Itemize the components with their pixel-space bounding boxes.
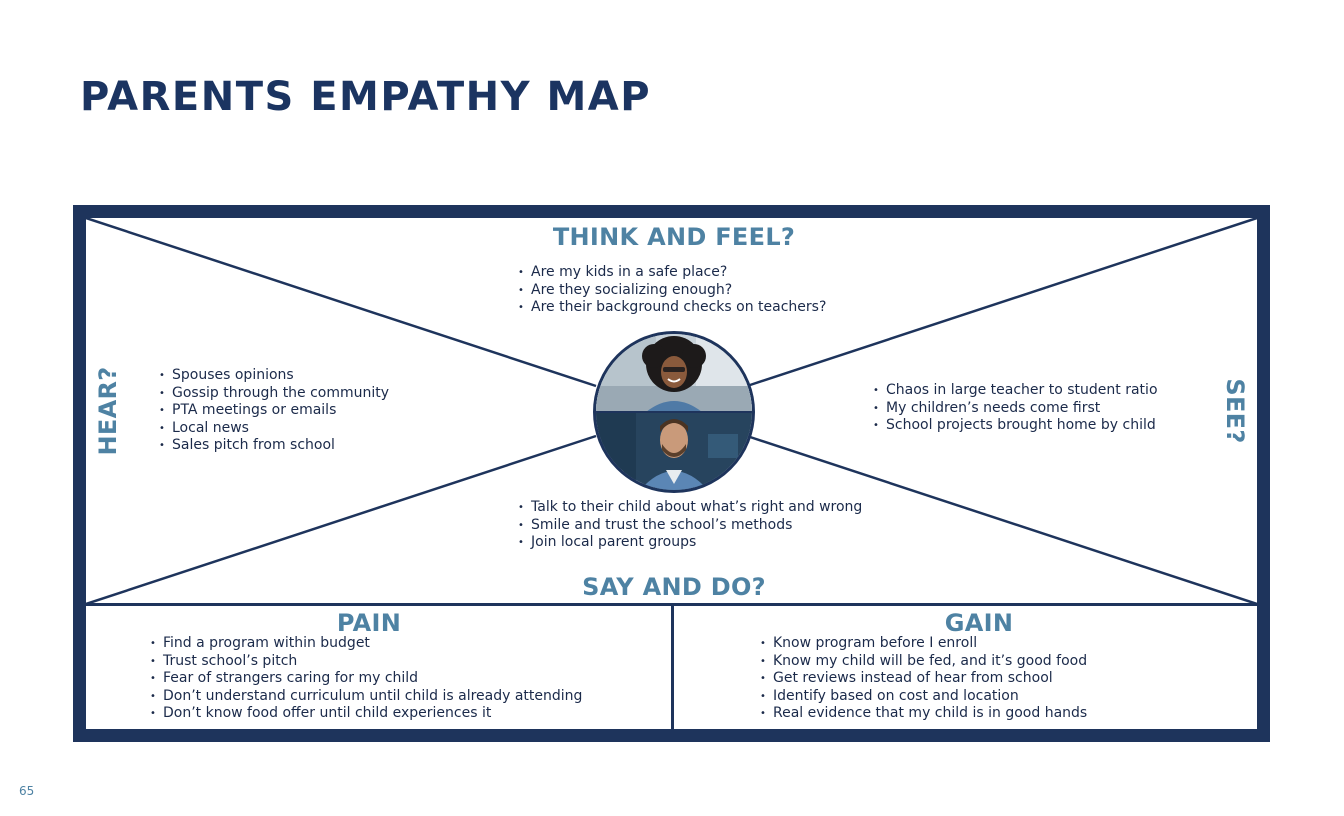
diagonal-bottom-left [86, 434, 597, 605]
list-item: Local news [159, 420, 389, 438]
see-list: Chaos in large teacher to student ratio … [873, 382, 1158, 435]
list-item: Are my kids in a safe place? [518, 264, 826, 282]
gain-heading: GAIN [944, 609, 1014, 637]
list-item: Know program before I enroll [760, 635, 1087, 653]
vertical-divider [671, 604, 674, 729]
see-heading: SEE? [1221, 378, 1249, 444]
think-feel-heading: THINK AND FEEL? [552, 223, 796, 251]
list-item: Talk to their child about what’s right a… [518, 499, 862, 517]
list-item: Gossip through the community [159, 385, 389, 403]
list-item: Get reviews instead of hear from school [760, 670, 1087, 688]
gain-list: Know program before I enroll Know my chi… [760, 635, 1087, 723]
page-title: PARENTS EMPATHY MAP [80, 74, 652, 120]
list-item: Find a program within budget [150, 635, 582, 653]
hear-heading: HEAR? [94, 366, 122, 456]
list-item: Real evidence that my child is in good h… [760, 705, 1087, 723]
quadrant-diagonals [86, 218, 1257, 605]
list-item: Know my child will be fed, and it’s good… [760, 653, 1087, 671]
list-item: Smile and trust the school’s methods [518, 517, 862, 535]
diagonal-top-right [746, 218, 1257, 388]
list-item: Identify based on cost and location [760, 688, 1087, 706]
empathy-map-canvas: THINK AND FEEL? Are my kids in a safe pl… [86, 218, 1257, 729]
pain-list: Find a program within budget Trust schoo… [150, 635, 582, 723]
diagonal-bottom-right [746, 434, 1257, 605]
list-item: Spouses opinions [159, 367, 389, 385]
list-item: Trust school’s pitch [150, 653, 582, 671]
diagonal-top-left [86, 218, 597, 388]
think-feel-list: Are my kids in a safe place? Are they so… [518, 264, 826, 317]
say-do-heading: SAY AND DO? [582, 573, 766, 601]
say-do-list: Talk to their child about what’s right a… [518, 499, 862, 552]
list-item: Sales pitch from school [159, 437, 389, 455]
page-number: 65 [19, 784, 35, 798]
parents-photo-illustration [596, 334, 752, 490]
list-item: My children’s needs come first [873, 400, 1158, 418]
list-item: Are they socializing enough? [518, 282, 826, 300]
list-item: Don’t understand curriculum until child … [150, 688, 582, 706]
pain-heading: PAIN [336, 609, 402, 637]
list-item: Don’t know food offer until child experi… [150, 705, 582, 723]
list-item: PTA meetings or emails [159, 402, 389, 420]
hear-list: Spouses opinions Gossip through the comm… [159, 367, 389, 455]
empathy-map-frame: THINK AND FEEL? Are my kids in a safe pl… [73, 205, 1270, 742]
list-item: Chaos in large teacher to student ratio [873, 382, 1158, 400]
list-item: School projects brought home by child [873, 417, 1158, 435]
list-item: Join local parent groups [518, 534, 862, 552]
list-item: Are their background checks on teachers? [518, 299, 826, 317]
parents-photo [593, 331, 755, 493]
list-item: Fear of strangers caring for my child [150, 670, 582, 688]
